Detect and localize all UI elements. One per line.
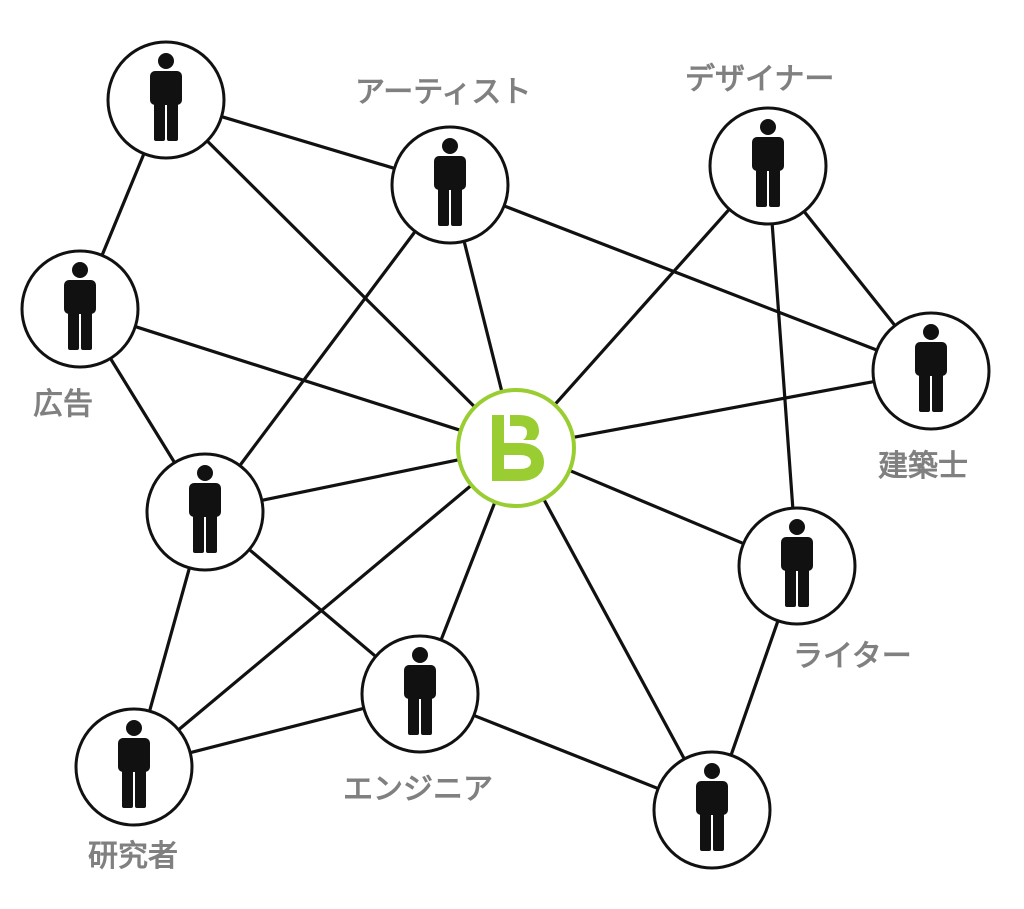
person-node-architect [871,311,991,431]
connection-lines [101,115,896,790]
label-architect: 建築士 [878,449,968,484]
edge-designer-writer [770,224,795,508]
person-node-writer [737,506,857,626]
person-node-designer [708,106,828,226]
person-node-top-left [106,40,226,160]
label-writer: ライター [793,639,912,674]
edge-engineer-p_bottomright [474,714,658,790]
edge-hub-engineer [440,502,496,640]
role-labels: アーティスト デザイナー 広告 建築士 ライター エンジニア 研究者 [33,62,968,874]
hub-logo-icon [492,415,544,481]
person-node-artist [390,125,510,245]
edge-artist-architect [504,205,877,351]
nodes: B [20,40,991,870]
edge-architect-hub [573,380,874,439]
label-researcher: 研究者 [88,839,178,874]
edge-hub-researcher [178,484,472,731]
person-node-advertising [20,249,140,369]
edge-p_topleft-advertising [101,153,145,256]
edge-designer-hub [554,209,730,405]
person-node-engineer [360,634,480,754]
edge-engineer-researcher [190,707,364,754]
edge-writer-p_bottomright [730,621,779,755]
label-designer: デザイナー [685,62,834,97]
edge-hub-p_bottomright [542,499,686,759]
edge-designer-architect [803,211,896,326]
edge-advertising-p_midleft [109,358,176,463]
edge-advertising-hub [135,325,461,432]
edge-hub-writer [569,469,744,545]
edge-p_midleft-researcher [148,568,191,711]
label-engineer: エンジニア [343,772,493,807]
edge-artist-p_midleft [239,231,416,466]
person-node-researcher [74,707,194,827]
edge-p_midleft-hub [262,458,459,502]
person-node-mid-left [145,452,265,572]
edge-artist-hub [463,241,503,392]
edge-p_topleft-hub [206,140,476,408]
label-advertising: 広告 [33,387,93,422]
person-node-bottom-right [652,750,772,870]
edge-p_topleft-artist [221,115,395,170]
edge-p_midleft-engineer [249,549,376,657]
label-artist: アーティスト [355,75,531,110]
hub-node: B [456,388,576,508]
